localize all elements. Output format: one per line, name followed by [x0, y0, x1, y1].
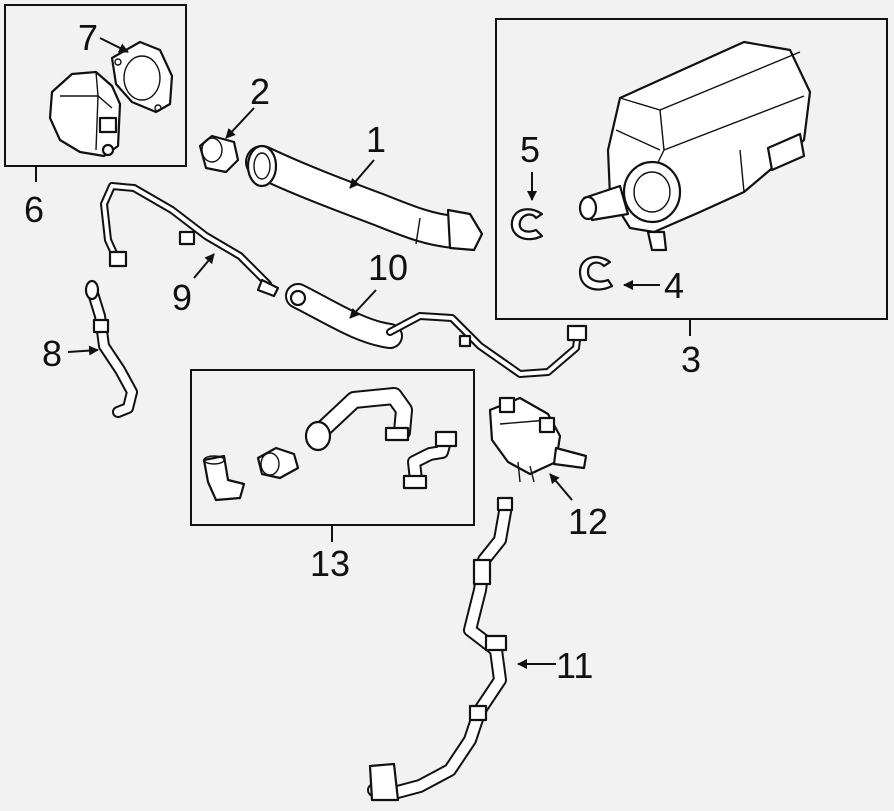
- callout-4: 4: [664, 265, 684, 306]
- callout-3: 3: [681, 339, 701, 380]
- part-5-clip: [510, 208, 544, 241]
- callout-7: 7: [78, 17, 98, 58]
- part-6-pump: [48, 70, 122, 158]
- callout-1: 1: [366, 119, 386, 160]
- part-11-line: [367, 496, 514, 802]
- callout-13: 13: [310, 543, 350, 584]
- part-2-bushing: [198, 134, 240, 174]
- part-7-gasket: [110, 40, 174, 114]
- callout-12: 12: [568, 501, 608, 542]
- arrow-7: [99, 37, 129, 53]
- arrow-9: [193, 253, 215, 279]
- arrow-2: [225, 107, 255, 139]
- callout-8: 8: [42, 333, 62, 374]
- callout-10: 10: [368, 247, 408, 288]
- group-box-6: [4, 4, 187, 167]
- callout-2: 2: [250, 71, 270, 112]
- callout-9: 9: [172, 277, 192, 318]
- part-10-hose: [285, 283, 588, 378]
- arrow-8: [67, 345, 99, 356]
- callout-5: 5: [520, 129, 540, 170]
- part-4-clamp: [578, 255, 614, 291]
- callout-6: 6: [24, 189, 44, 230]
- part-9-tube: [100, 182, 280, 298]
- arrow-10: [349, 289, 377, 319]
- callout-11: 11: [556, 645, 593, 686]
- part-3-reservoir: [578, 40, 812, 252]
- part-13-kit: [202, 387, 458, 502]
- part-12-valve: [488, 396, 588, 483]
- part-1-hose: [245, 144, 484, 252]
- part-8-hose: [84, 279, 138, 418]
- arrow-1: [349, 159, 375, 189]
- group-box-3: [495, 18, 888, 320]
- arrow-12: [549, 473, 573, 501]
